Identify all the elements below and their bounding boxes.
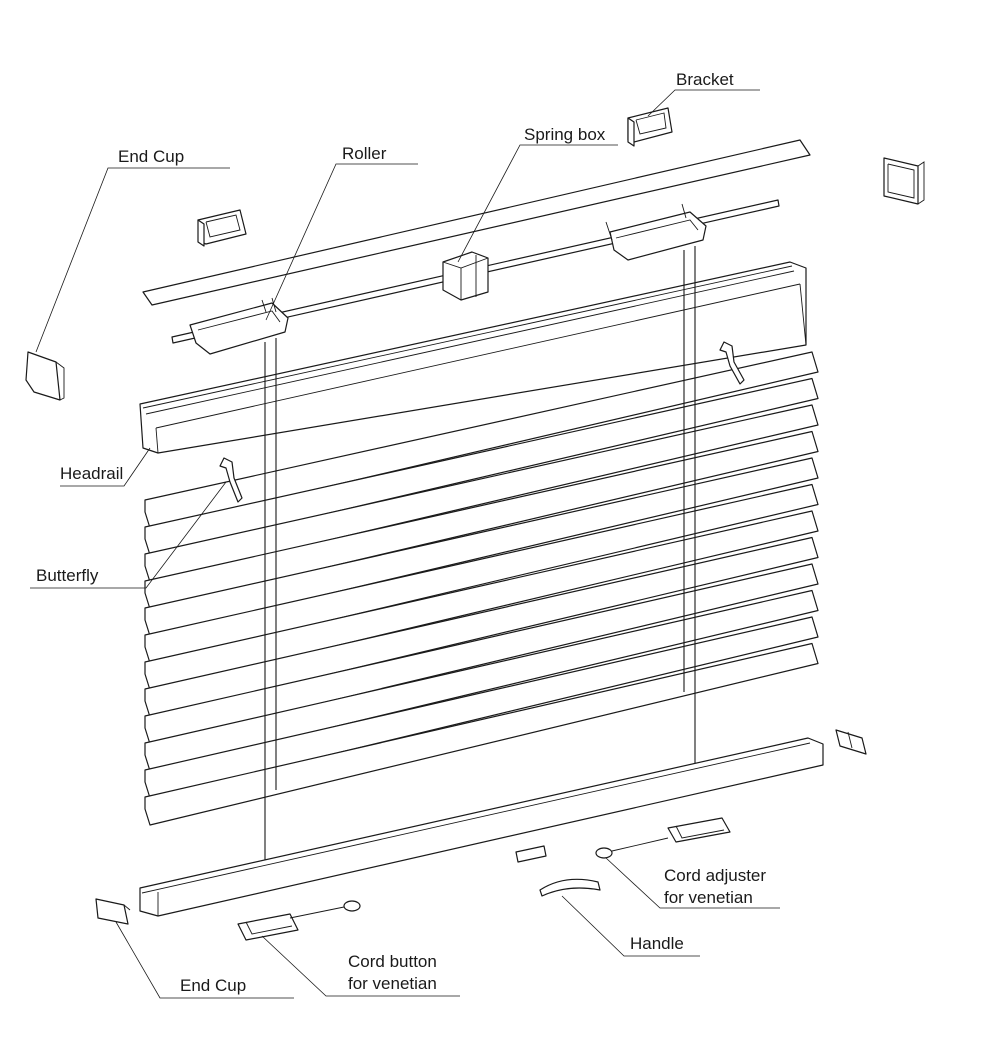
bracket-left <box>197 209 247 247</box>
end-cup-bottom-right <box>835 729 867 755</box>
slat <box>144 616 819 799</box>
butterfly-clip-right <box>719 341 745 385</box>
slat <box>144 377 819 556</box>
slat <box>144 430 819 610</box>
ladder-cords <box>264 246 696 872</box>
slat <box>144 404 819 583</box>
slat <box>144 563 819 745</box>
top-cover-strip <box>142 139 811 306</box>
label-end-cup-top: End Cup <box>118 147 185 166</box>
label-bracket: Bracket <box>676 70 734 89</box>
bracket-top <box>627 107 673 147</box>
butterfly-clip-left <box>219 457 243 503</box>
roller-cradle-right <box>605 203 707 261</box>
label-end-cup-bottom: End Cup <box>180 976 247 995</box>
headrail-rail <box>139 261 807 454</box>
label-spring-box: Spring box <box>524 125 606 144</box>
handle-part <box>539 878 601 897</box>
leader-lines <box>30 89 780 999</box>
label-headrail: Headrail <box>60 464 124 483</box>
label-cord-adjuster-line1: Cord adjuster <box>664 866 767 885</box>
slat <box>144 589 819 772</box>
label-roller: Roller <box>342 144 387 163</box>
slat <box>144 457 819 637</box>
roller-cradle-left <box>189 297 289 355</box>
end-cup-top-right <box>883 157 925 205</box>
end-cup-top-left <box>25 351 65 401</box>
label-cord-button-line2: for venetian <box>348 974 437 993</box>
end-cup-bottom-left <box>95 898 131 925</box>
cord-button-left <box>237 900 361 941</box>
slat <box>144 351 819 529</box>
label-cord-adjuster-line2: for venetian <box>664 888 753 907</box>
label-cord-button-line1: Cord button <box>348 952 437 971</box>
slat <box>144 642 819 826</box>
bottom-rail <box>139 737 824 917</box>
slat <box>144 510 819 691</box>
cord-adjuster-right <box>515 817 731 863</box>
label-handle: Handle <box>630 934 684 953</box>
spring-box <box>442 251 489 301</box>
label-butterfly: Butterfly <box>36 566 99 585</box>
slat <box>144 536 819 718</box>
slat <box>144 483 819 664</box>
slats-stack <box>144 351 819 826</box>
